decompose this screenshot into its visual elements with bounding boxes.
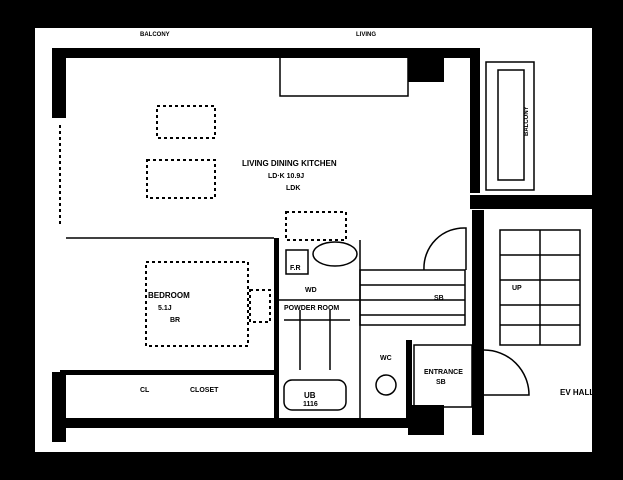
room-tag-powder: WD	[305, 287, 317, 294]
annotation-stairs: UP	[512, 285, 522, 292]
annotation-top-mid: LIVING	[356, 32, 376, 38]
walls	[52, 48, 592, 442]
room-area-ldk: LD·K 10.9J	[268, 173, 304, 180]
room-label-bedroom: BEDROOM	[148, 291, 190, 300]
annotation-top-left: BALCONY	[140, 32, 170, 38]
annotation-wc: WC	[380, 355, 392, 362]
interior-lines	[66, 55, 581, 418]
room-size-bath: 1116	[303, 401, 318, 408]
annotation-storage: SB	[434, 295, 444, 302]
room-tag-entrance: SB	[436, 379, 446, 386]
room-label-bath: UB	[304, 391, 316, 400]
room-tag-ldk: LDK	[286, 185, 300, 192]
room-tag-bedroom: BR	[170, 317, 180, 324]
annotation-fr: F.R	[290, 265, 301, 272]
room-area-bedroom: 5.1J	[158, 305, 172, 312]
room-label-powder: POWDER ROOM	[284, 305, 339, 312]
room-label-closet: CL	[140, 387, 150, 394]
ev-hall-label: EV HALL	[560, 388, 594, 397]
room-label-entrance: ENTRANCE	[424, 369, 463, 376]
balcony-label: BALCONY	[524, 106, 530, 136]
room-tag-closet: CLOSET	[190, 387, 219, 394]
furniture	[59, 105, 347, 347]
room-label-ldk: LIVING DINING KITCHEN	[242, 159, 337, 168]
